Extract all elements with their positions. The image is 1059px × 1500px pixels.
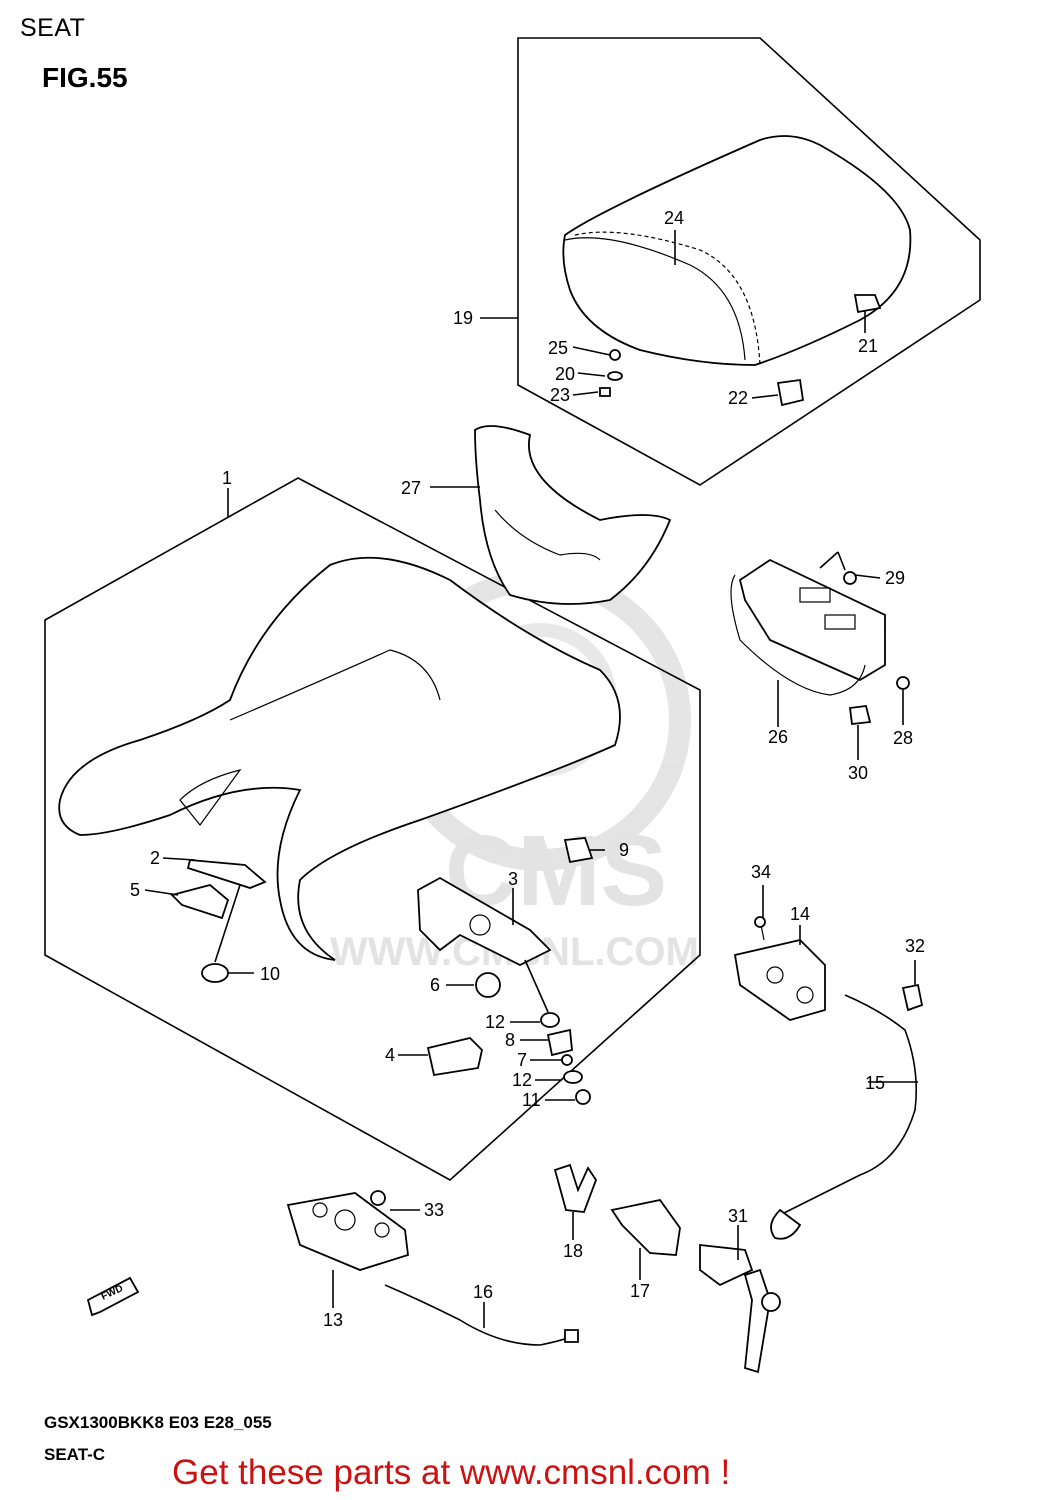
seat-lock	[733, 939, 826, 1021]
part-ref: 7	[517, 1050, 527, 1070]
part-ref: 4	[385, 1045, 395, 1065]
part-ref: 26	[768, 727, 788, 747]
seat-lock-13	[286, 1192, 409, 1271]
part-ref: 14	[790, 904, 810, 924]
part-ref: 2	[150, 848, 160, 868]
part-ref: 12	[512, 1070, 532, 1090]
key-lock	[699, 1243, 754, 1287]
grommet-part	[475, 972, 501, 998]
bracket-17	[610, 1198, 681, 1256]
section-title: SEAT	[20, 14, 86, 42]
part-ref: 6	[430, 975, 440, 995]
part-ref: 8	[505, 1030, 515, 1050]
main-seat-frame	[44, 477, 701, 1181]
part-ref: 33	[424, 1200, 444, 1220]
part-ref: 20	[555, 364, 575, 384]
part-ref: 22	[728, 388, 748, 408]
part-ref: 12	[485, 1012, 505, 1032]
part-ref: 25	[548, 338, 568, 358]
part-ref: 31	[728, 1206, 748, 1226]
cable-16	[384, 1284, 576, 1346]
part-ref: 5	[130, 880, 140, 900]
part-ref: 18	[563, 1241, 583, 1261]
pillion-seat	[562, 135, 912, 366]
part-ref: 29	[885, 568, 905, 588]
buy-parts-link[interactable]: Get these parts at www.cmsnl.com !	[172, 1453, 731, 1492]
part-ref: 27	[401, 478, 421, 498]
part-ref: 1	[222, 468, 232, 488]
part-ref: 23	[550, 385, 570, 405]
part-ref: 11	[522, 1090, 541, 1110]
part-ref: 15	[865, 1073, 885, 1093]
part-ref: 9	[619, 840, 629, 860]
cable-15	[779, 994, 917, 1216]
part-ref: 16	[473, 1282, 493, 1302]
model-code: GSX1300BKK8 E03 E28_055	[44, 1413, 272, 1432]
part-ref: 32	[905, 936, 925, 956]
part-ref: 28	[893, 728, 913, 748]
leader-lines	[144, 230, 918, 1328]
damper-part	[170, 884, 230, 920]
part-ref: 24	[664, 208, 684, 228]
part-ref: 3	[508, 869, 518, 889]
part-ref: 30	[848, 763, 868, 783]
rubber-part	[563, 837, 594, 864]
part-ref: 21	[858, 336, 878, 356]
group-code: SEAT-C	[44, 1445, 106, 1464]
plate-part	[186, 859, 267, 889]
part-ref: 13	[323, 1310, 343, 1330]
part-ref: 19	[453, 308, 473, 328]
holder-18	[553, 1163, 598, 1213]
seat-cowl	[474, 425, 672, 605]
figure-title: FIG.55	[42, 62, 128, 93]
main-seat	[58, 556, 621, 961]
part-ref: 10	[260, 964, 280, 984]
part-ref: 17	[630, 1281, 650, 1301]
damper-block	[426, 1037, 483, 1077]
rear-seat-frame	[517, 37, 981, 486]
lock-bracket	[730, 558, 886, 696]
part-labels: 1 2 3 4 5 6 7 8 9 10 11 12 12 13 14 15 1…	[130, 208, 925, 1330]
part-ref: 34	[751, 862, 771, 882]
seat-hook-bracket	[417, 876, 552, 967]
cushion-part	[201, 963, 229, 983]
forward-arrow-icon: FWD	[86, 1276, 140, 1317]
